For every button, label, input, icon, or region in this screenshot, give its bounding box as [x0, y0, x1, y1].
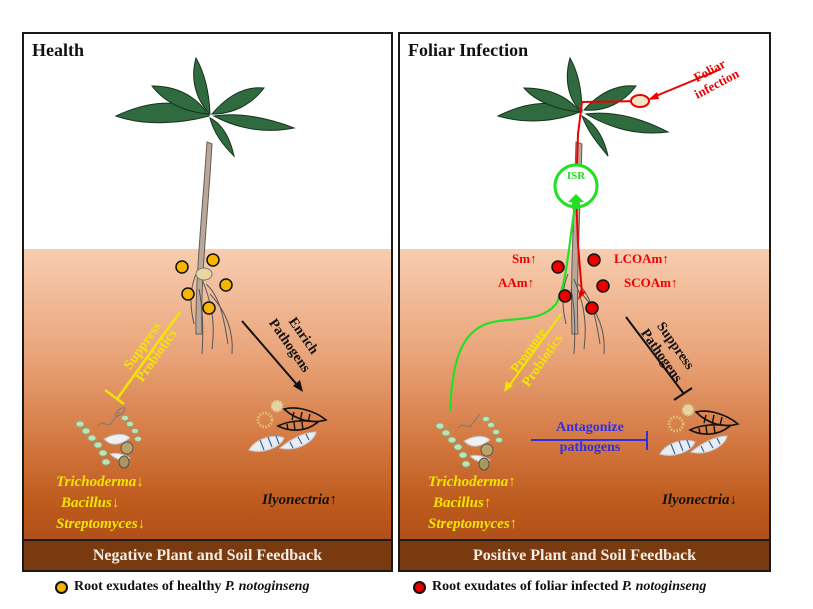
taxon-streptomyces: Streptomyces↑ [428, 514, 517, 535]
legend-infected: Root exudates of foliar infected P. noto… [413, 579, 706, 595]
up-arrow-icon: ↑ [662, 251, 669, 266]
healthy-exudate-dots [175, 253, 233, 315]
up-arrow-icon: ↑ [527, 275, 535, 290]
exudate-dot [181, 287, 195, 301]
taxon-trichoderma: Trichoderma↓ [56, 472, 145, 493]
red-dot-icon [413, 580, 426, 594]
down-arrow-icon: ↓ [111, 495, 120, 511]
promote-probiotics-arrow [504, 313, 562, 392]
down-arrow-icon: ↓ [136, 474, 144, 490]
taxon-name: Ilyonectria [662, 492, 730, 508]
suppress-pathogens-arrow [625, 316, 693, 401]
antagonize-pathogens-arrow [531, 431, 648, 450]
antagonize-pathogens-label: Antagonize pathogens [540, 418, 640, 458]
legend-healthy: Root exudates of healthy P. notoginseng [55, 579, 309, 595]
metabolite-name: Sm [512, 251, 531, 266]
taxon-name: Trichoderma [428, 474, 509, 490]
exudate-dot [219, 278, 233, 292]
pathogen-microbes-icon [659, 403, 740, 456]
metabolite-name: LCOAm [614, 251, 663, 266]
metabolite-lcoam: LCOAm↑ [614, 251, 669, 267]
taxon-name: Streptomyces [56, 516, 138, 532]
taxon-bacillus: Bacillus↓ [56, 493, 145, 514]
down-arrow-icon: ↓ [729, 492, 738, 508]
exudate-dot [585, 301, 599, 315]
label-line: pathogens [559, 440, 621, 455]
pathogen-microbes-icon [248, 399, 328, 452]
foliar-infection-illustration [435, 56, 740, 471]
isr-signal-path [448, 211, 576, 413]
taxon-name: Streptomyces [428, 516, 510, 532]
panel-title: Health [32, 40, 84, 60]
taxon-name: Trichoderma [56, 474, 137, 490]
legend-prefix: Root exudates of foliar infected [432, 579, 622, 594]
isr-icon [553, 163, 599, 209]
taxon-name: Bacillus [433, 495, 484, 511]
metabolite-name: SCOAm [624, 275, 671, 290]
plant-icon [114, 56, 296, 355]
species-name: P. notoginseng [621, 579, 707, 594]
exudate-dot [551, 260, 565, 274]
foliar-infection-panel: Foliar Infection Foliar infection ISR Sm… [398, 32, 771, 572]
taxon-streptomyces: Streptomyces↓ [56, 514, 145, 535]
taxon-ilyonectria: Ilyonectria↑ [262, 492, 337, 509]
metabolite-aam: AAm↑ [498, 275, 534, 291]
panel-title: Foliar Infection [408, 40, 529, 60]
up-arrow-icon: ↑ [530, 251, 537, 266]
up-arrow-icon: ↑ [670, 275, 678, 290]
suppress-probiotics-arrow [104, 311, 182, 406]
taxon-ilyonectria: Ilyonectria↓ [662, 492, 737, 509]
feedback-footer: Positive Plant and Soil Feedback [400, 539, 769, 570]
species-name: P. notoginseng [224, 579, 310, 594]
exudate-dot [587, 253, 601, 267]
lesion-icon [630, 94, 650, 108]
taxon-trichoderma: Trichoderma↑ [428, 472, 517, 493]
exudate-dot [206, 253, 220, 267]
feedback-footer: Negative Plant and Soil Feedback [24, 539, 391, 570]
up-arrow-icon: ↑ [508, 474, 516, 490]
metabolite-name: AAm [498, 275, 528, 290]
isr-label: ISR [566, 170, 586, 182]
taxon-name: Ilyonectria [262, 492, 330, 508]
health-panel: Health Suppress Probiotics Enrich Pathog… [22, 32, 393, 572]
metabolite-sm: Sm↑ [512, 251, 537, 267]
up-arrow-icon: ↑ [329, 492, 338, 508]
enrich-pathogens-arrow [241, 320, 303, 392]
label-line: Antagonize [556, 420, 624, 435]
exudate-dot [202, 301, 216, 315]
taxon-name: Bacillus [61, 495, 112, 511]
legend-prefix: Root exudates of healthy [74, 579, 225, 594]
taxon-bacillus: Bacillus↑ [428, 493, 517, 514]
soil-layer [24, 249, 391, 539]
probiotic-taxa-list: Trichoderma↓ Bacillus↓ Streptomyces↓ [56, 472, 145, 535]
exudate-dot [558, 289, 572, 303]
up-arrow-icon: ↑ [483, 495, 492, 511]
up-arrow-icon: ↑ [509, 516, 518, 532]
exudate-dot [596, 279, 610, 293]
health-illustration [75, 56, 328, 469]
metabolite-scoam: SCOAm↑ [624, 275, 677, 291]
exudate-dot [175, 260, 189, 274]
yellow-dot-icon [55, 580, 68, 594]
legend-text: Root exudates of foliar infected P. noto… [432, 579, 706, 595]
legend-text: Root exudates of healthy P. notoginseng [74, 579, 309, 595]
infected-exudate-dots [551, 253, 610, 315]
probiotic-microbes-icon [75, 407, 142, 469]
down-arrow-icon: ↓ [137, 516, 146, 532]
probiotic-microbes-icon [435, 413, 503, 471]
probiotic-taxa-list: Trichoderma↑ Bacillus↑ Streptomyces↑ [428, 472, 517, 535]
